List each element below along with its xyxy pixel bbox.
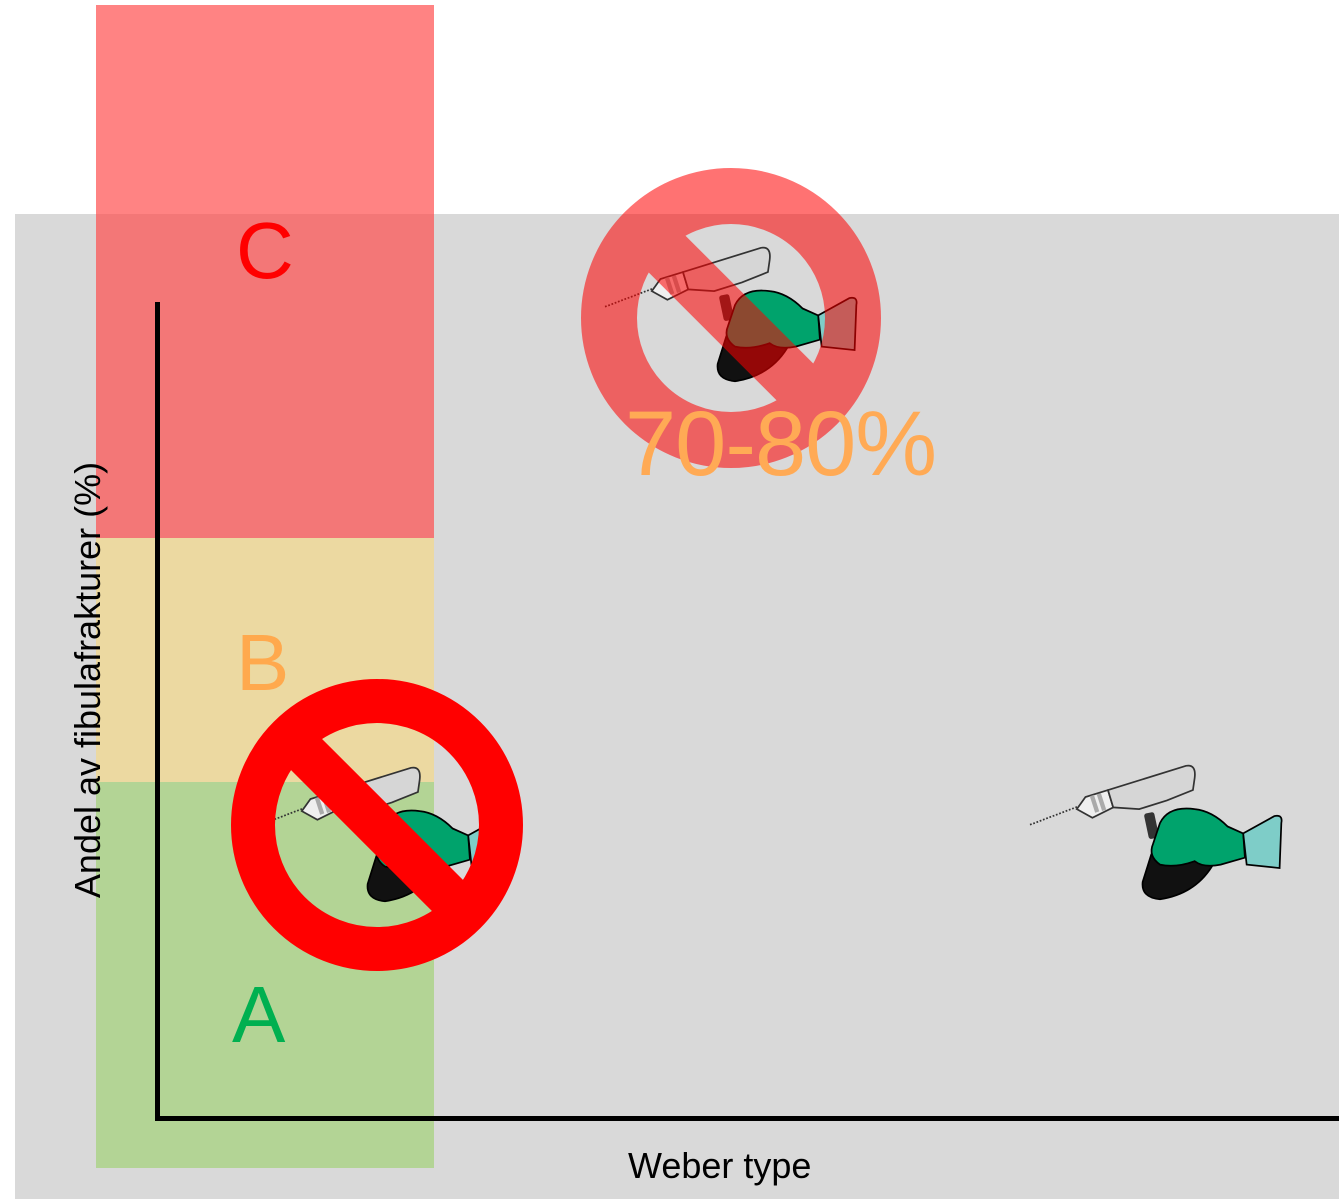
surgical-drill-icon [1029, 764, 1283, 901]
band-label-b: B [236, 618, 290, 707]
y-axis-line [155, 302, 160, 1120]
band-label-c: C [236, 206, 294, 295]
y-axis-label: Andel av fibulafrakturer (%) [67, 461, 108, 899]
no-entry-icon [581, 168, 881, 468]
x-axis-label: Weber type [628, 1145, 812, 1186]
no-entry-icon [231, 679, 523, 971]
x-axis-line [155, 1116, 1339, 1121]
band-c [96, 5, 434, 538]
band-label-a: A [232, 970, 286, 1059]
percentage-annotation: 70-80% [625, 393, 937, 495]
